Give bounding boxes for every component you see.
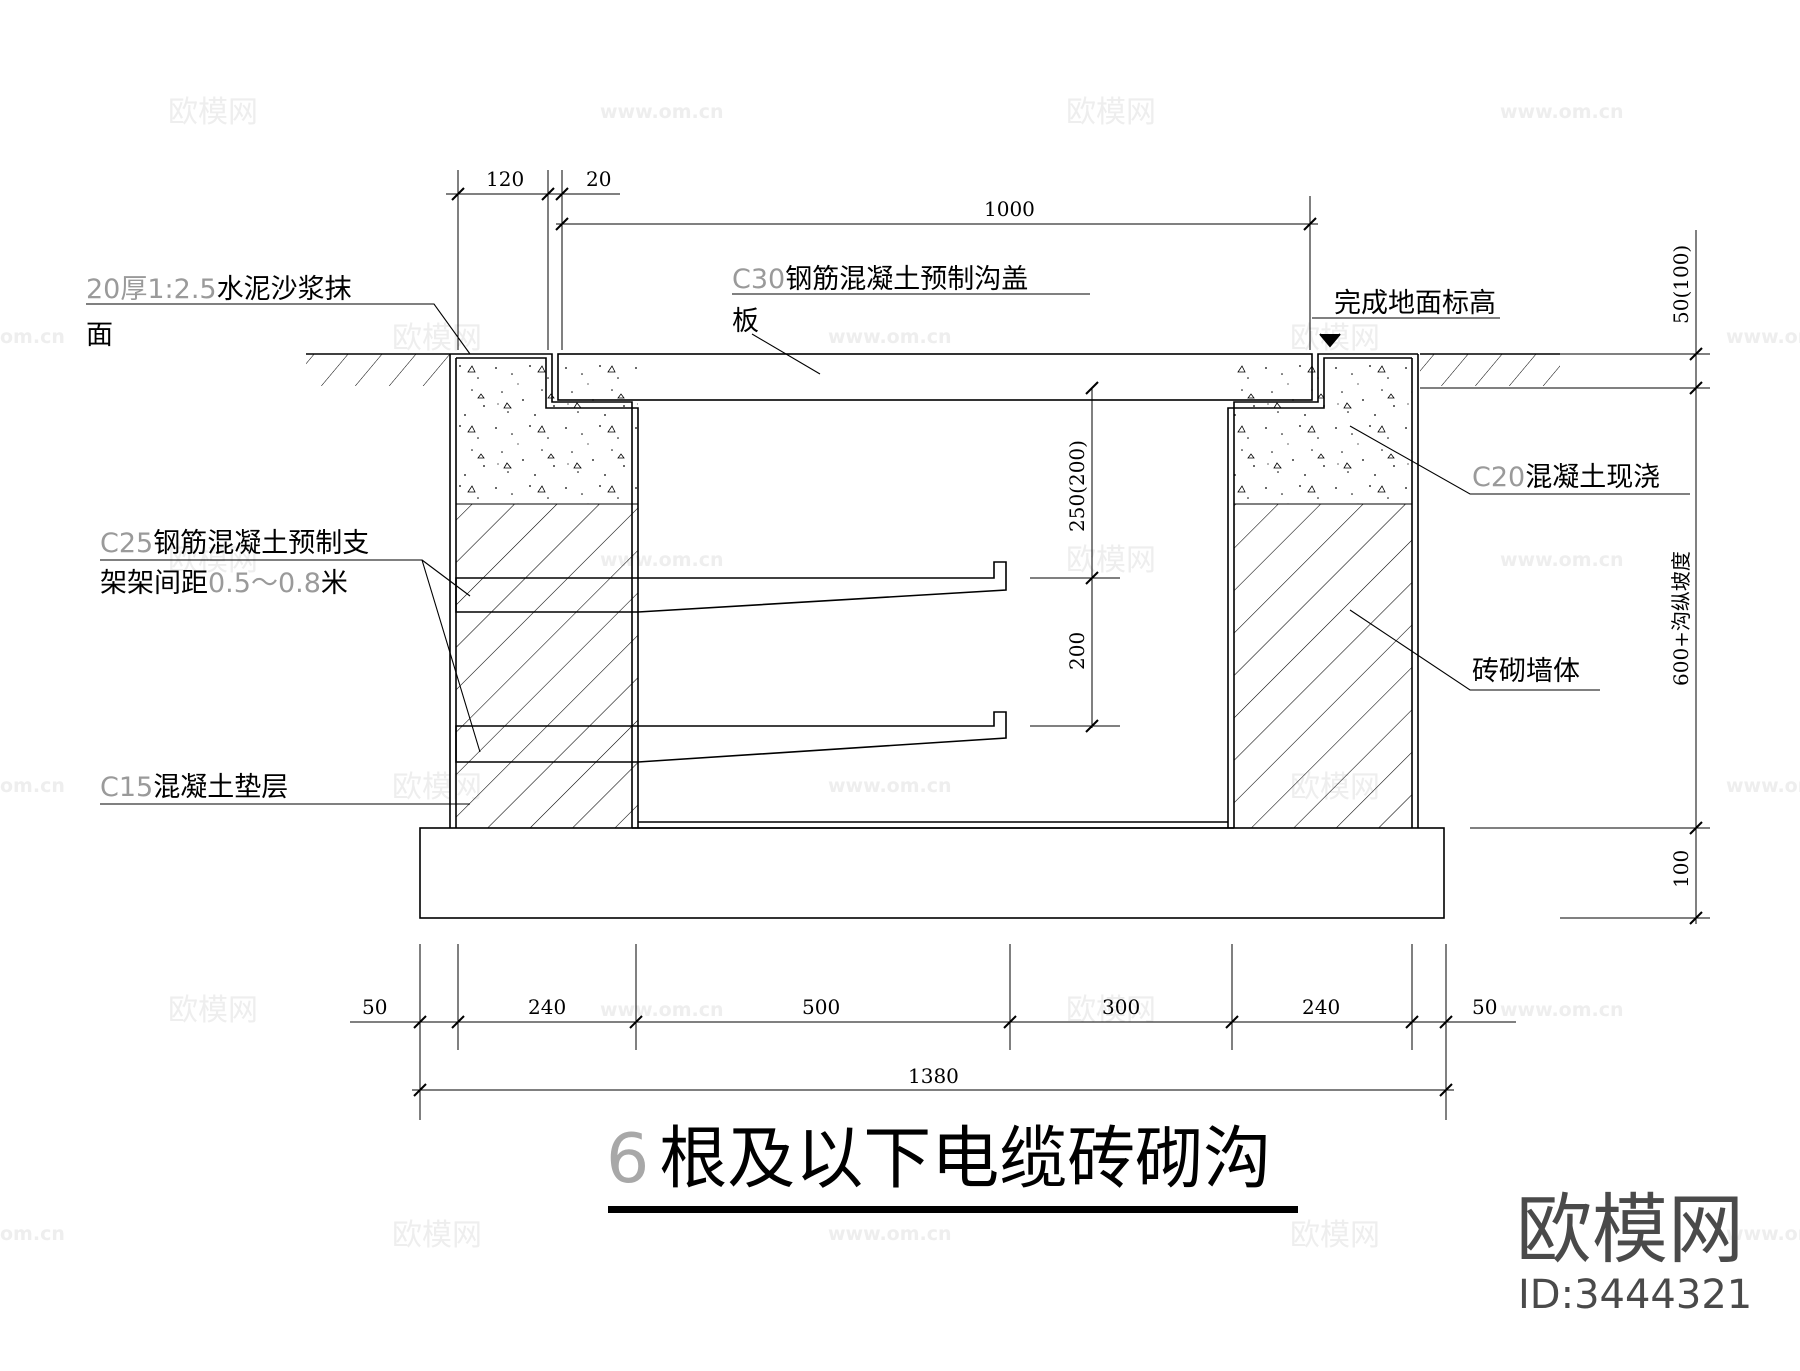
- dim-600: 600+沟纵坡度: [1669, 551, 1693, 686]
- logo-text: 欧模网: [1516, 1185, 1744, 1274]
- dim-50-right: 50: [1472, 995, 1497, 1019]
- c15-concrete-bed: [419, 827, 1445, 919]
- watermark-site: www.om.cn: [1500, 101, 1624, 123]
- watermark-logo: 欧模网: [392, 1218, 482, 1253]
- dim-300: 300: [1102, 995, 1140, 1019]
- dim-1000: 1000: [984, 197, 1035, 221]
- watermark-site: www.om.cn: [828, 1223, 952, 1245]
- right-wall: [1227, 353, 1419, 828]
- watermark-logo: 欧模网: [168, 95, 258, 130]
- watermark-logo: 欧模网: [1066, 543, 1156, 578]
- material-labels: 20厚1:2.5水泥沙浆抹 面 C30钢筋混凝土预制沟盖 板 完成地面标高 C2…: [86, 264, 1660, 803]
- left-wall: [449, 353, 639, 828]
- dim-250-200: 250(200): [1065, 440, 1089, 532]
- dim-20: 20: [586, 167, 611, 191]
- label-c20: C20混凝土现浇: [1472, 462, 1660, 493]
- leader-lines: [86, 293, 1690, 805]
- ground-surface: [306, 353, 1560, 386]
- watermark-site: www.om.cn: [828, 775, 952, 797]
- watermark-site: www.om.cn: [1726, 326, 1800, 348]
- bracket-upper: [455, 561, 1007, 613]
- dim-1380: 1380: [908, 1064, 959, 1088]
- trench-floor: [632, 821, 1234, 829]
- watermark-logo: 欧模网: [1290, 1218, 1380, 1253]
- watermark-site: www.om.cn: [600, 999, 724, 1021]
- watermark-site: www.om.cn: [1726, 1223, 1800, 1245]
- watermark-logo: 欧模网: [392, 321, 482, 356]
- label-mortar-line2: 面: [86, 320, 113, 351]
- dim-240-right: 240: [1302, 995, 1340, 1019]
- watermark-site: www.om.cn: [1726, 775, 1800, 797]
- dim-50-100: 50(100): [1669, 245, 1693, 324]
- watermark-site: om.cn: [0, 775, 65, 797]
- label-cover-line2: 板: [732, 306, 759, 337]
- bottom-dimensions: 50 240 500 300 240 50 1380: [350, 944, 1516, 1120]
- dim-500: 500: [802, 995, 840, 1019]
- dim-50-left: 50: [362, 995, 387, 1019]
- dim-120: 120: [486, 167, 524, 191]
- label-c15: C15混凝土垫层: [100, 772, 288, 803]
- watermark-site: om.cn: [0, 326, 65, 348]
- dim-100: 100: [1669, 850, 1693, 888]
- watermark-site: www.om.cn: [828, 326, 952, 348]
- title-underline: [608, 1206, 1298, 1213]
- bracket-lower: [455, 711, 1007, 763]
- watermark-site: www.om.cn: [600, 101, 724, 123]
- watermark-site: www.om.cn: [1500, 999, 1624, 1021]
- label-finish-grade: 完成地面标高: [1334, 288, 1496, 319]
- watermark-logo: 欧模网: [1066, 95, 1156, 130]
- model-id: ID:3444321: [1518, 1272, 1752, 1318]
- watermark-logo: 欧模网: [168, 993, 258, 1028]
- dim-200: 200: [1065, 632, 1089, 670]
- interior-dimensions: 250(200) 200: [1030, 381, 1120, 733]
- cover-slab: [557, 353, 1313, 401]
- label-mortar: 20厚1:2.5水泥沙浆抹: [86, 274, 352, 305]
- watermark-site: www.om.cn: [1500, 549, 1624, 571]
- label-cover: C30钢筋混凝土预制沟盖: [732, 264, 1028, 295]
- dim-240-left: 240: [528, 995, 566, 1019]
- site-logo: 欧模网 ID:3444321: [1516, 1185, 1752, 1318]
- label-c25-line2: 架架间距0.5～0.8米: [100, 568, 348, 599]
- label-brick-wall: 砖砌墙体: [1472, 656, 1580, 687]
- watermark-site: om.cn: [0, 1223, 65, 1245]
- top-dimensions: 120 20 1000: [446, 167, 1318, 350]
- label-c25: C25钢筋混凝土预制支: [100, 528, 369, 559]
- right-dimensions: 50(100) 600+沟纵坡度 100: [1420, 230, 1710, 925]
